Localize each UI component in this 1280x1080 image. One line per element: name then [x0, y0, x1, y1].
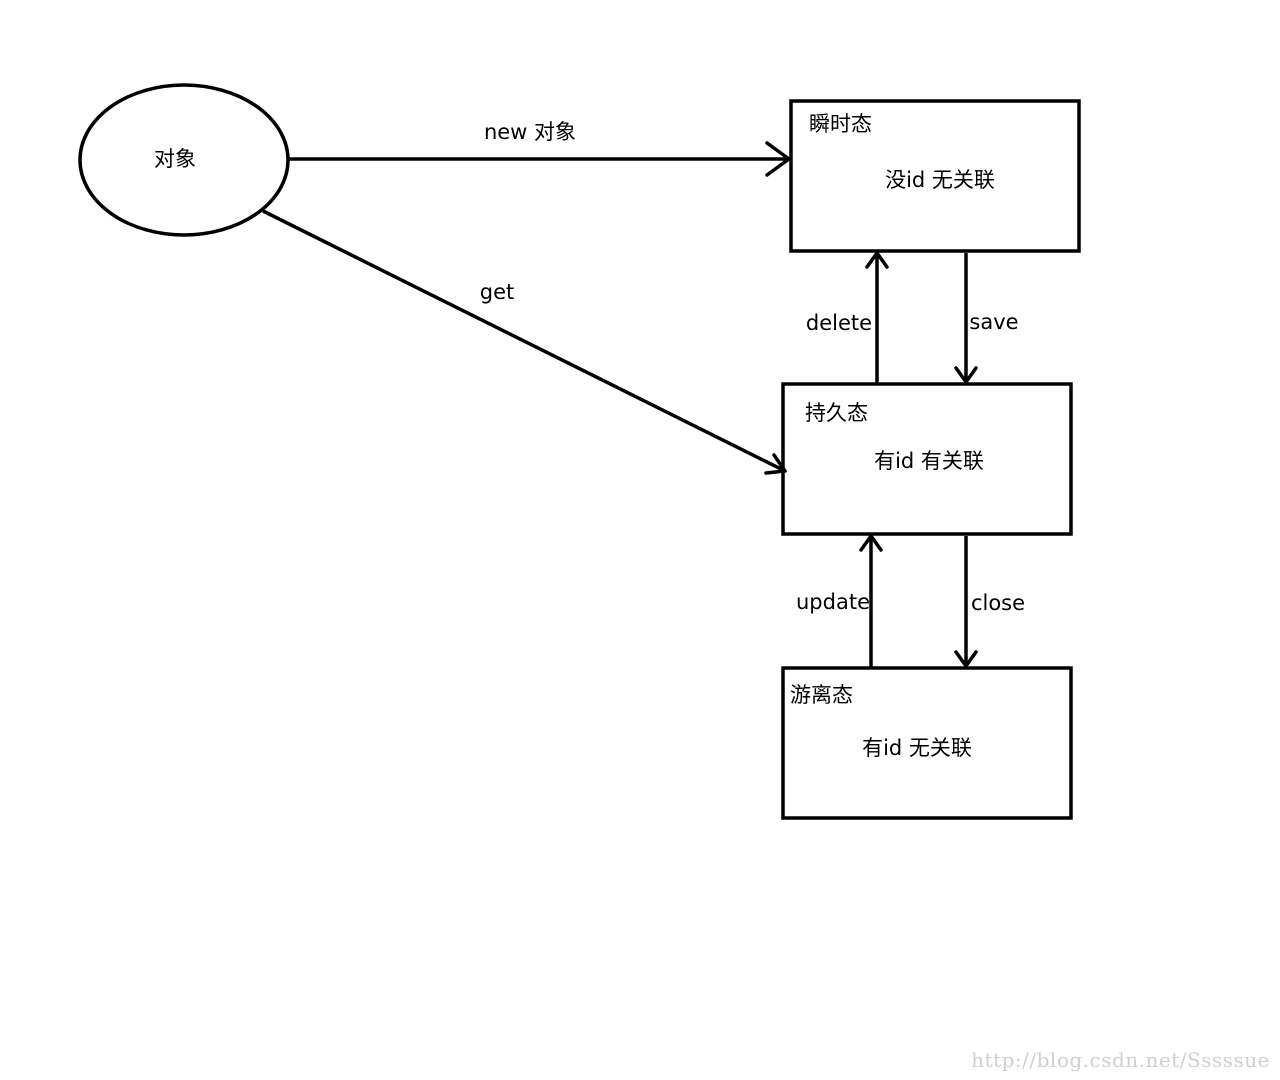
transient-desc: 没id 无关联 [885, 168, 995, 192]
edge-delete-arrowhead [865, 251, 889, 269]
edge-delete: delete [806, 251, 889, 383]
edge-save-arrowhead [954, 366, 978, 384]
edge-update-arrowhead [859, 534, 883, 552]
persistent-desc: 有id 有关联 [874, 449, 984, 473]
transient-title: 瞬时态 [809, 112, 872, 136]
edge-update: update [796, 534, 883, 667]
persistent-node: 持久态 有id 有关联 [781, 382, 1073, 536]
detached-node: 游离态 有id 无关联 [781, 666, 1073, 820]
detached-title: 游离态 [790, 683, 853, 707]
edge-save: save [954, 253, 1019, 384]
transient-node: 瞬时态 没id 无关联 [789, 99, 1081, 253]
edge-close-arrowhead [954, 650, 978, 668]
object-node: 对象 [78, 83, 290, 237]
object-label: 对象 [154, 147, 196, 171]
watermark-text: http://blog.csdn.net/Sssssue [971, 1048, 1270, 1072]
edge-update-label: update [796, 590, 870, 614]
edge-new-label: new 对象 [484, 120, 576, 144]
edge-close: close [954, 536, 1025, 668]
edge-get-label: get [480, 280, 514, 304]
edge-get-line [262, 209, 786, 473]
edge-delete-label: delete [806, 311, 872, 335]
edge-new: new 对象 [288, 120, 791, 177]
detached-box [781, 666, 1073, 820]
edge-get-arrowhead [764, 453, 787, 475]
edge-get: get [262, 209, 787, 475]
detached-desc: 有id 无关联 [862, 736, 972, 760]
edge-close-label: close [971, 591, 1025, 615]
edge-new-arrowhead [765, 141, 791, 177]
persistent-box [781, 382, 1073, 536]
transient-box [789, 99, 1081, 253]
persistent-title: 持久态 [805, 401, 868, 425]
edge-save-label: save [969, 310, 1018, 334]
